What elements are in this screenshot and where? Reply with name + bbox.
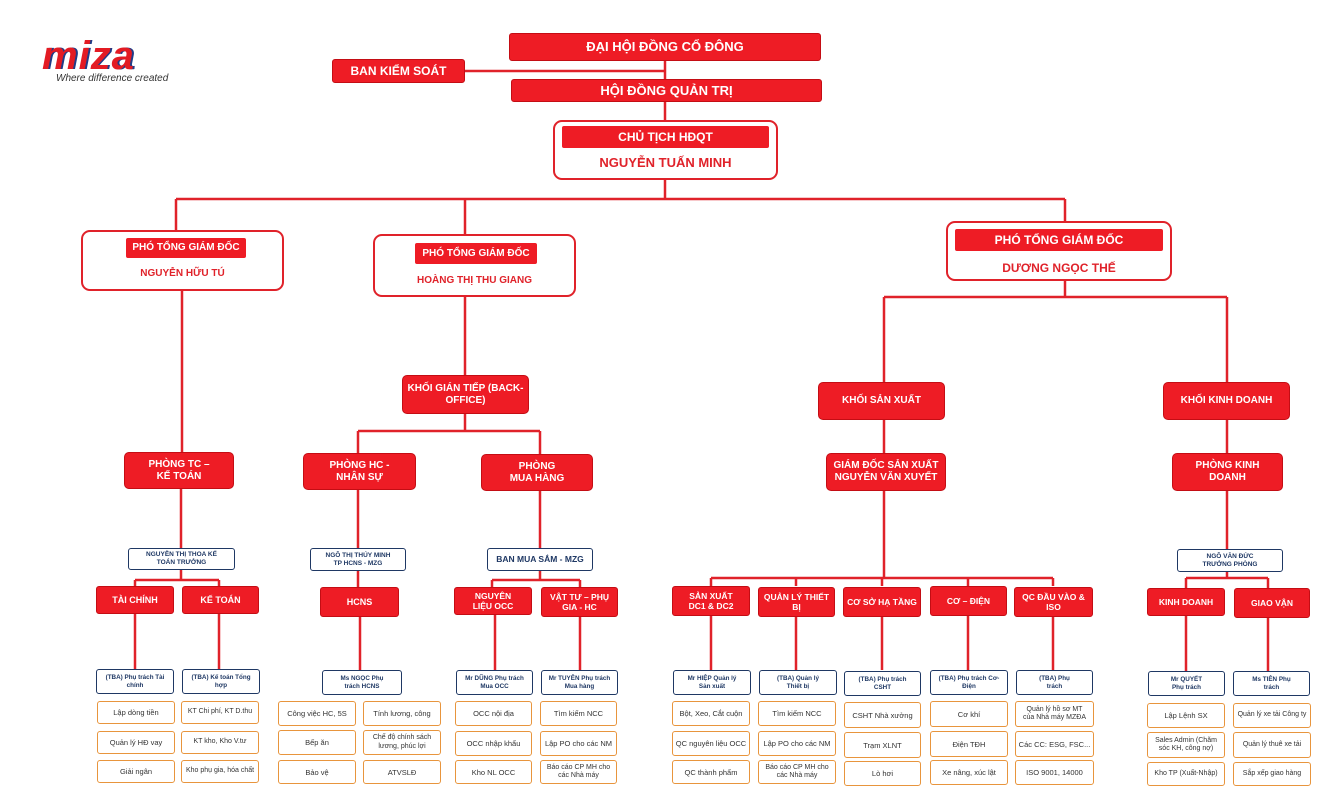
task-item: Các CC: ESG, FSC... [1015, 731, 1094, 757]
unit-quan-ly-thiet-bi: QUẢN LÝ THIẾT BỊ [758, 587, 835, 617]
purchasing-head: BAN MUA SẮM - MZG [487, 548, 593, 571]
business-block: KHỐI KINH DOANH [1163, 382, 1290, 420]
lead-san-xuat: Mr HIỆP Quản lý Sản xuất [673, 670, 751, 695]
vp2-title: PHÓ TỔNG GIÁM ĐỐC [415, 243, 537, 264]
task-item: Sắp xếp giao hàng [1233, 762, 1311, 786]
task-item: Xe nâng, xúc lật [930, 760, 1008, 785]
hr-department: PHÒNG HC - NHÂN SỰ [303, 453, 416, 490]
back-office-block: KHỐI GIÁN TIẾP (BACK-OFFICE) [402, 375, 529, 414]
chairman-box: CHỦ TỊCH HĐQT NGUYỄN TUẤN MINH [553, 120, 778, 180]
task-item: OCC nội địa [455, 701, 532, 726]
chairman-name: NGUYỄN TUẤN MINH [599, 155, 732, 170]
task-item: Lập dòng tiền [97, 701, 175, 724]
lead-kinh-doanh: Mr QUYẾT Phụ trách [1148, 671, 1225, 696]
task-item: Cơ khí [930, 701, 1008, 727]
sales-department: PHÒNG KINH DOANH [1172, 453, 1283, 491]
unit-tai-chinh: TÀI CHÍNH [96, 586, 174, 614]
unit-hcns: HCNS [320, 587, 399, 617]
task-item: Điện TĐH [930, 731, 1008, 757]
unit-co-so-ha-tang: CƠ SỞ HẠ TẦNG [843, 587, 921, 617]
task-item: Quản lý hồ sơ MT của Nhà máy MZĐA [1015, 701, 1094, 727]
task-item: Quản lý HĐ vay [97, 731, 175, 754]
finance-head: NGUYỄN THỊ THOA KẾ TOÁN TRƯỞNG [128, 548, 235, 570]
finance-department: PHÒNG TC – KẾ TOÁN [124, 452, 234, 489]
production-director: GIÁM ĐỐC SẢN XUẤT NGUYỄN VĂN XUYẾT [826, 453, 946, 491]
sales-head: NGÔ VĂN ĐỨC TRƯỞNG PHÒNG [1177, 549, 1283, 572]
task-item: Bếp ăn [278, 730, 356, 755]
vp-hoang-thi-thu-giang: PHÓ TỔNG GIÁM ĐỐC HOÀNG THỊ THU GIANG [373, 234, 576, 297]
task-item: ATVSLĐ [363, 760, 441, 784]
task-item: Tính lương, công [363, 701, 441, 726]
task-item: Kho NL OCC [455, 760, 532, 784]
vp3-name: DƯƠNG NGỌC THẾ [1002, 261, 1116, 275]
task-item: Chế độ chính sách lương, phúc lợi [363, 730, 441, 755]
vp1-title: PHÓ TỔNG GIÁM ĐỐC [126, 238, 246, 258]
task-item: QC nguyên liệu OCC [672, 731, 750, 756]
task-item: Bảo vệ [278, 760, 356, 784]
lead-giao-van: Ms TIÊN Phụ trách [1233, 671, 1310, 696]
unit-qc-iso: QC ĐẦU VÀO & ISO [1014, 587, 1093, 617]
task-item: OCC nhập khẩu [455, 731, 532, 756]
task-item: ISO 9001, 14000 [1015, 760, 1094, 785]
lead-qc-iso: (TBA) Phụ trách [1016, 670, 1093, 695]
lead-ha-tang: (TBA) Phụ trách CSHT [844, 671, 921, 696]
task-item: Lập Lệnh SX [1147, 703, 1225, 728]
unit-san-xuat: SẢN XUẤT DC1 & DC2 [672, 586, 750, 616]
task-item: Kho TP (Xuất-Nhập) [1147, 762, 1225, 786]
task-item: Báo cáo CP MH cho các Nhà máy [540, 760, 617, 784]
task-item: Giải ngân [97, 760, 175, 783]
task-item: Quản lý xe tải Công ty [1233, 703, 1311, 728]
vp2-name: HOÀNG THỊ THU GIANG [417, 275, 532, 286]
vp-nguyen-huu-tu: PHÓ TỔNG GIÁM ĐỐC NGUYỄN HỮU TÚ [81, 230, 284, 291]
task-item: Lò hơi [844, 761, 921, 786]
lead-nguyen-lieu: Mr DŨNG Phụ trách Mua OCC [456, 670, 533, 695]
unit-kinh-doanh: KINH DOANH [1147, 588, 1225, 616]
task-item: Lập PO cho các NM [758, 731, 836, 756]
unit-ke-toan: KẾ TOÁN [182, 586, 259, 614]
task-item: Sales Admin (Chăm sóc KH, công nợ) [1147, 732, 1225, 758]
task-item: Lập PO cho các NM [540, 731, 617, 756]
lead-co-dien: (TBA) Phụ trách Cơ-Điện [930, 670, 1008, 695]
purchasing-department: PHÒNG MUA HÀNG [481, 454, 593, 491]
chairman-title: CHỦ TỊCH HĐQT [562, 126, 769, 148]
task-item: Kho phụ gia, hóa chất [181, 760, 259, 783]
task-item: Trạm XLNT [844, 732, 921, 758]
miza-logo: miza [42, 34, 135, 78]
task-item: KT kho, Kho V.tư [181, 731, 259, 754]
vp3-title: PHÓ TỔNG GIÁM ĐỐC [955, 229, 1163, 251]
task-item: Quản lý thuê xe tải [1233, 732, 1311, 758]
task-item: QC thành phẩm [672, 760, 750, 784]
unit-nguyen-lieu-occ: NGUYÊN LIỆU OCC [454, 587, 532, 615]
task-item: Tìm kiếm NCC [540, 701, 617, 726]
hr-head: NGÔ THỊ THÚY MINH TP HCNS - MZG [310, 548, 406, 571]
board-of-directors-box: HỘI ĐỒNG QUẢN TRỊ [511, 79, 822, 102]
lead-tai-chinh: (TBA) Phụ trách Tài chính [96, 669, 174, 694]
lead-vat-tu: Mr TUYÊN Phụ trách Mua hàng [541, 670, 618, 695]
task-item: Tìm kiếm NCC [758, 701, 836, 726]
lead-thiet-bi: (TBA) Quản lý Thiết bị [759, 670, 837, 695]
task-item: CSHT Nhà xưởng [844, 702, 921, 728]
production-block: KHỐI SẢN XUẤT [818, 382, 945, 420]
lead-hcns: Ms NGỌC Phụ trách HCNS [322, 670, 402, 695]
task-item: KT Chi phí, KT D.thu [181, 701, 259, 724]
unit-giao-van: GIAO VẬN [1234, 588, 1310, 618]
task-item: Công việc HC, 5S [278, 701, 356, 726]
unit-vat-tu-phu-gia: VẬT TƯ – PHỤ GIA - HC [541, 587, 618, 617]
logo-tagline: Where difference created [56, 73, 169, 84]
task-item: Bột, Xeo, Cắt cuộn [672, 701, 750, 726]
lead-ke-toan: (TBA) Kế toán Tổng hợp [182, 669, 260, 694]
task-item: Báo cáo CP MH cho các Nhà máy [758, 760, 836, 784]
vp1-name: NGUYỄN HỮU TÚ [140, 268, 225, 279]
unit-co-dien: CƠ – ĐIỆN [930, 586, 1007, 616]
vp-duong-ngoc-the: PHÓ TỔNG GIÁM ĐỐC DƯƠNG NGỌC THẾ [946, 221, 1172, 281]
shareholders-box: ĐẠI HỘI ĐỒNG CỔ ĐÔNG [509, 33, 821, 61]
supervisory-board-box: BAN KIỂM SOÁT [332, 59, 465, 83]
